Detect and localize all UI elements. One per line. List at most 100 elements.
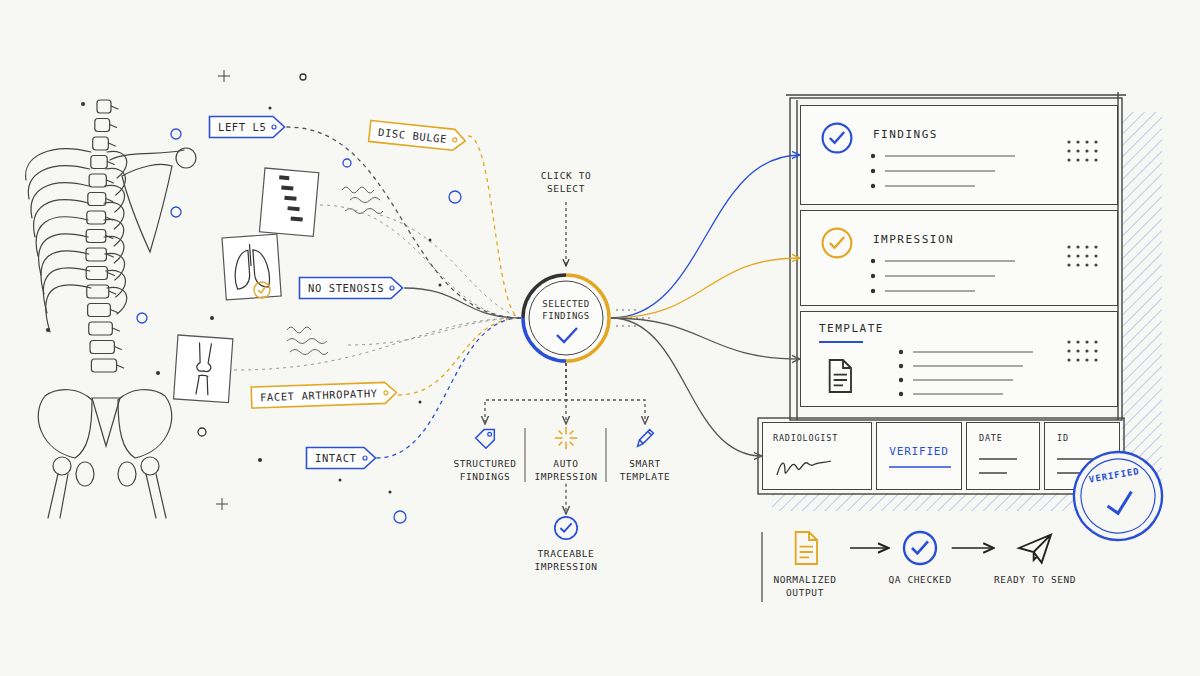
report-section: FINDINGS — [800, 105, 1118, 205]
svg-circle — [1076, 158, 1079, 161]
svg-path — [380, 215, 521, 318]
svg-path — [36, 217, 88, 256]
svg-rect — [86, 230, 106, 243]
svg-g — [259, 168, 318, 236]
svg-path — [109, 291, 116, 294]
svg-path — [830, 237, 844, 248]
svg-circle — [871, 289, 875, 293]
svg-circle — [871, 169, 875, 173]
svg-g — [26, 100, 196, 518]
svg-circle — [1094, 245, 1097, 248]
svg-circle — [1075, 453, 1161, 539]
icon — [552, 424, 580, 452]
svg-circle — [1076, 263, 1079, 266]
svg-path — [912, 541, 928, 553]
finding-tag: NO STENOSIS — [298, 276, 404, 300]
svg-path — [342, 187, 383, 214]
verified-stamp: VERIFIED — [1065, 443, 1172, 550]
svg-path — [830, 360, 851, 392]
svg-circle — [899, 392, 903, 396]
node-text: DISC BULGE — [367, 119, 468, 153]
svg-circle — [871, 274, 875, 278]
icon — [552, 514, 580, 542]
svg-path — [476, 430, 495, 449]
node-text: ID — [1057, 433, 1069, 443]
svg-path — [38, 390, 92, 458]
svg-circle — [210, 316, 214, 320]
svg-path — [796, 532, 817, 564]
svg-path — [106, 270, 126, 297]
svg-g — [46, 102, 442, 494]
svg-path — [104, 219, 124, 246]
node-text: TRACEABLE IMPRESSION — [521, 548, 611, 574]
svg-path — [979, 459, 1017, 473]
svg-circle — [1076, 245, 1079, 248]
svg-circle — [904, 532, 936, 564]
icon — [819, 356, 859, 396]
svg-circle — [300, 74, 306, 80]
connector — [468, 136, 521, 318]
connector — [611, 155, 800, 318]
svg-path — [777, 461, 831, 475]
svg-path — [110, 150, 184, 160]
svg-circle — [1076, 140, 1079, 143]
svg-g — [174, 335, 233, 403]
svg-circle — [823, 229, 852, 258]
svg-circle — [1094, 254, 1097, 257]
icon-step: NORMALIZED OUTPUT — [760, 528, 850, 600]
icon — [471, 424, 499, 452]
connector — [565, 484, 566, 514]
icon-step: SMART TEMPLATE — [605, 424, 685, 484]
svg-path — [105, 253, 125, 280]
svg-path — [110, 125, 117, 128]
svg-circle — [488, 432, 492, 436]
svg-circle — [1085, 158, 1088, 161]
svg-circle — [1085, 254, 1088, 257]
svg-ellipse — [118, 462, 136, 486]
svg-path — [195, 342, 213, 395]
svg-path — [108, 143, 115, 146]
svg-path — [885, 170, 995, 171]
svg-circle — [439, 284, 442, 287]
svg-rect — [772, 493, 1122, 511]
svg-circle — [823, 124, 852, 153]
icon-step: STRUCTURED FINDINGS — [445, 424, 525, 484]
svg-circle — [1094, 358, 1097, 361]
svg-path — [913, 365, 1023, 366]
svg-path — [107, 287, 127, 314]
svg-path — [122, 164, 172, 252]
svg-ellipse — [76, 462, 94, 486]
svg-path — [1019, 535, 1051, 563]
svg-circle — [449, 191, 461, 203]
svg-circle — [1094, 263, 1097, 266]
connector — [611, 318, 800, 359]
svg-path — [92, 398, 120, 446]
svg-path — [118, 390, 172, 458]
svg-circle — [871, 259, 875, 263]
svg-path — [557, 328, 577, 342]
svg-path — [761, 532, 762, 602]
svg-circle — [899, 350, 903, 354]
svg-circle — [1094, 149, 1097, 152]
report-section: TEMPLATE — [800, 311, 1118, 407]
svg-path — [819, 341, 863, 343]
svg-rect — [222, 234, 281, 300]
node-text: READY TO SEND — [994, 574, 1076, 587]
svg-path — [287, 327, 328, 355]
svg-path — [106, 180, 113, 183]
svg-path — [105, 185, 125, 212]
svg-circle — [1067, 149, 1070, 152]
svg-circle — [53, 457, 71, 475]
svg-circle — [1094, 140, 1097, 143]
connector — [611, 318, 762, 456]
node-text: SMART TEMPLATE — [605, 458, 685, 484]
svg-path — [48, 474, 166, 518]
svg-path — [786, 92, 1126, 420]
svg-circle — [871, 154, 875, 158]
svg-path — [111, 106, 118, 109]
svg-circle — [1067, 340, 1070, 343]
icon-step: TRACEABLE IMPRESSION — [521, 514, 611, 574]
finding-tag: DISC BULGE — [367, 119, 468, 153]
connector — [377, 318, 521, 458]
svg-path — [555, 427, 577, 449]
